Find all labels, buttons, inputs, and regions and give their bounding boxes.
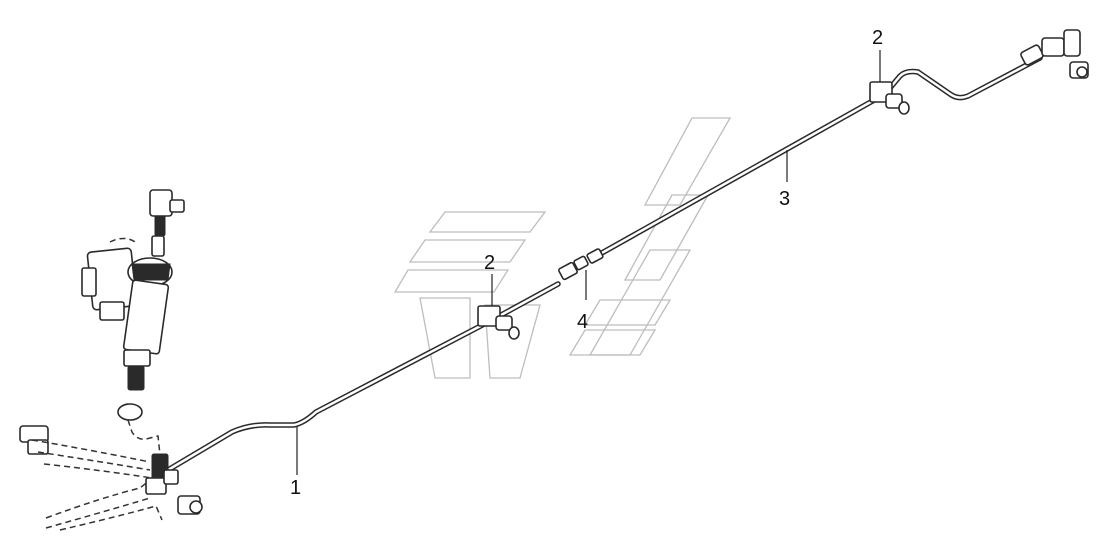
end-fitting-right	[1020, 29, 1089, 79]
callout-2-upper: 2	[872, 27, 883, 49]
callout-1: 1	[290, 477, 301, 499]
clutch-master-cylinder	[81, 189, 185, 456]
callout-3: 3	[779, 188, 790, 210]
pipe-3	[597, 55, 1043, 257]
bracket-lower-left	[19, 425, 203, 531]
clamp-2-middle	[477, 274, 520, 340]
callout-4: 4	[577, 311, 588, 333]
coupling-4	[558, 248, 604, 300]
pipe-1	[165, 281, 561, 473]
callout-2-middle: 2	[484, 252, 495, 274]
watermark-logo	[393, 117, 732, 379]
clamp-2-upper	[869, 50, 910, 115]
